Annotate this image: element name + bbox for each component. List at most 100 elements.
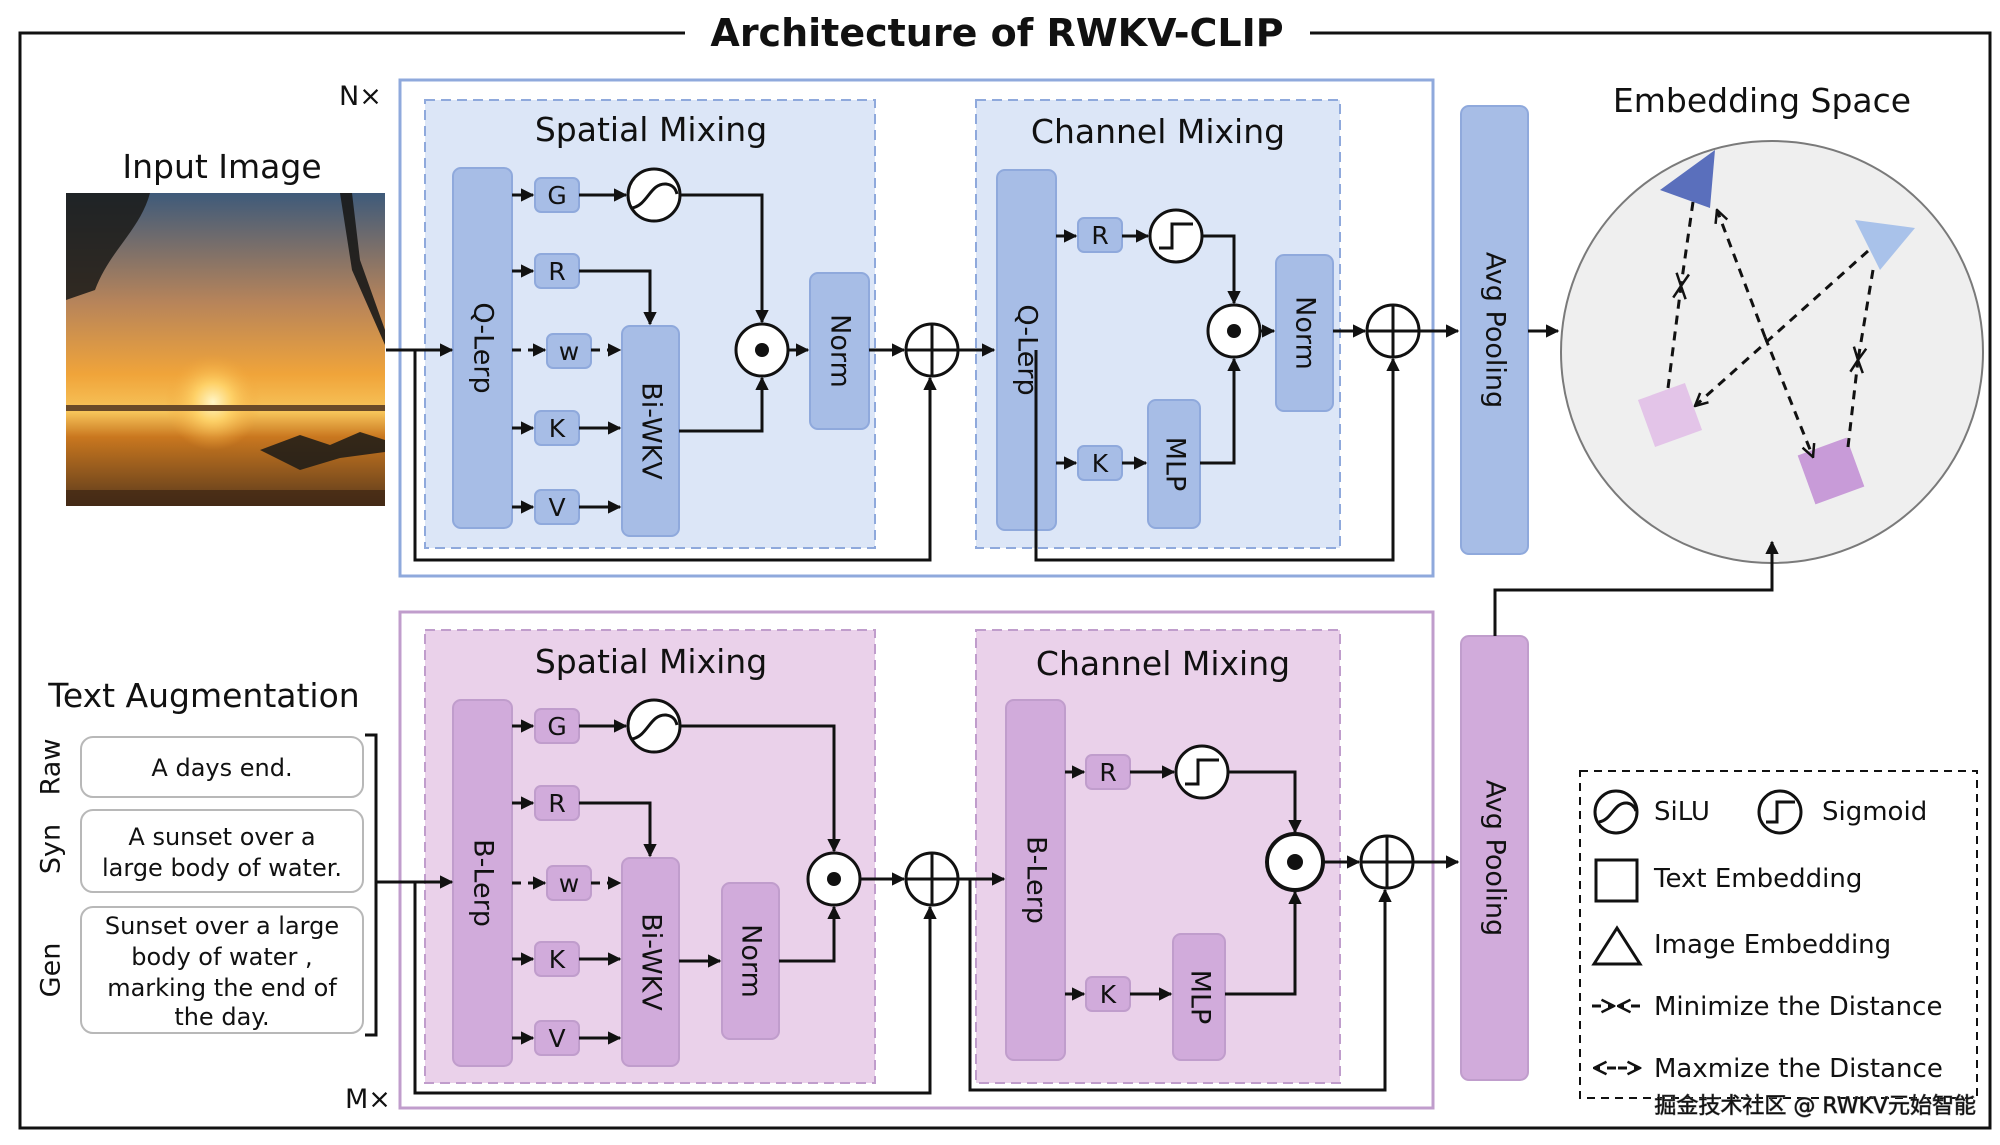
maximize-distance-arrow [1695,249,1870,406]
legend-maximize: Maxmize the Distance [1594,1054,1943,1084]
outer-frame [18,31,1992,1130]
image-embedding-marker [1855,220,1915,270]
norm-channel-image-label: Norm [1290,296,1321,370]
augmentation-text: large body of water. [102,854,342,882]
augmentation-tag: Raw [36,739,67,796]
multiply-icon [806,851,862,907]
bi-wkv-text-label: Bi-WKV [636,913,667,1011]
image-repeat-label: N× [339,81,382,112]
maximize-distance-arrow [1717,210,1813,457]
multiply-icon [1206,303,1262,359]
b-lerp-channel-label: B-Lerp [1021,836,1052,924]
text-repeat-label: M× [345,1084,391,1115]
legend-silu-label: SiLU [1654,797,1710,827]
spatial-connections-image [386,188,996,562]
legend-minimize-label: Minimize the Distance [1654,992,1942,1022]
augmentation-text: the day. [174,1003,269,1031]
spatial-mixing-title-text: Spatial Mixing [535,642,767,681]
legend-sigmoid: Sigmoid [1757,789,1927,835]
add-icon [1359,834,1415,890]
augmentation-tag: Syn [36,824,67,874]
gate-v-text-label: V [548,1024,565,1053]
add-icon [904,851,960,907]
watermark: 掘金技术社区 @ RWKV元始智能 [1654,1094,1976,1119]
gate-r-text-label: R [548,789,565,818]
augmentation-tag: Gen [36,943,67,998]
legend-image-embedding-label: Image Embedding [1654,930,1891,960]
silu-icon [1593,789,1639,835]
gate-w-text-label: w [559,869,579,898]
legend-maximize-label: Maxmize the Distance [1654,1054,1943,1084]
augmentation-raw: Raw A days end. [36,736,364,798]
augmentation-text: A sunset over a [128,823,315,851]
sigmoid-icon [1148,208,1204,264]
gate-k-image-label: K [549,414,566,443]
pool-to-embedding-arrow-text [1493,540,1779,636]
b-lerp-spatial-label: B-Lerp [468,839,499,927]
gate-v-image-label: V [548,493,565,522]
gate-r-image-label: R [548,257,565,286]
embedding-space [1560,140,1984,564]
gate-r-channel-text-label: R [1099,758,1116,787]
minimize-distance-arrow [1846,269,1875,448]
legend-minimize: Minimize the Distance [1592,992,1942,1022]
channel-connections-image [1034,229,1460,562]
multiply-icon [734,322,790,378]
augmentation-bracket [365,733,378,1037]
channel-mixing-title-image: Channel Mixing [1031,112,1285,151]
augmentation-gen: Gen Sunset over a large body of water , … [36,906,364,1034]
add-icon [904,322,960,378]
gate-g-text-label: G [547,712,566,741]
bi-wkv-image-label: Bi-WKV [636,382,667,480]
square-icon [1594,858,1639,903]
channel-mixing-title-text: Channel Mixing [1036,644,1290,683]
spatial-connections-text [376,719,1006,1095]
augmentation-text: A days end. [151,754,292,782]
text-augmentation-title: Text Augmentation [47,676,359,715]
triangle-icon [1591,925,1643,966]
b-lerp-channel [1005,699,1066,1061]
input-image-label: Input Image [122,147,321,186]
gate-k-channel-text-label: K [1100,980,1117,1009]
norm-spatial-image-label: Norm [825,314,856,388]
add-icon [1365,303,1421,359]
mlp-text-label: MLP [1185,970,1216,1025]
legend-silu: SiLU [1593,789,1710,835]
gate-k-text-label: K [549,945,566,974]
channel-connections-text [968,765,1460,1092]
spatial-mixing-title-image: Spatial Mixing [535,110,767,149]
input-image [66,193,385,506]
image-embedding-marker [1660,150,1715,208]
silu-icon [626,698,682,754]
legend-sigmoid-label: Sigmoid [1822,797,1927,827]
avg-pooling-image-label: Avg Pooling [1480,252,1511,408]
mlp-text [1172,933,1226,1061]
gate-k-channel-image-label: K [1092,449,1109,478]
sigmoid-icon [1757,789,1803,835]
augmentation-syn: Syn A sunset over a large body of water. [36,809,364,893]
legend-image-embedding: Image Embedding [1591,925,1891,966]
sigmoid-icon [1174,744,1230,800]
legend-text-embedding: Text Embedding [1594,858,1862,903]
gate-w-image-label: w [559,337,579,366]
avg-pooling-text-label: Avg Pooling [1480,780,1511,936]
q-lerp-spatial-label: Q-Lerp [468,302,499,393]
augmentation-text: marking the end of [107,974,337,1002]
norm-channel-image [1275,254,1334,412]
legend-text-embedding-label: Text Embedding [1653,864,1862,894]
diagram-title: Architecture of RWKV-CLIP [710,11,1283,55]
gate-g-image-label: G [547,181,566,210]
minimize-distance-arrow [1666,201,1695,389]
text-embedding-marker [1637,382,1703,448]
mlp-image-label: MLP [1160,437,1191,492]
embedding-space-title: Embedding Space [1613,81,1911,120]
augmentation-text: Sunset over a large [105,912,339,940]
gate-r-channel-image-label: R [1091,221,1108,250]
q-lerp-channel [996,169,1057,531]
silu-icon [626,167,682,223]
norm-spatial-text-label: Norm [736,924,767,998]
q-lerp-channel-label: Q-Lerp [1012,304,1043,395]
multiply-icon [1265,832,1325,892]
augmentation-text: body of water , [131,943,312,971]
